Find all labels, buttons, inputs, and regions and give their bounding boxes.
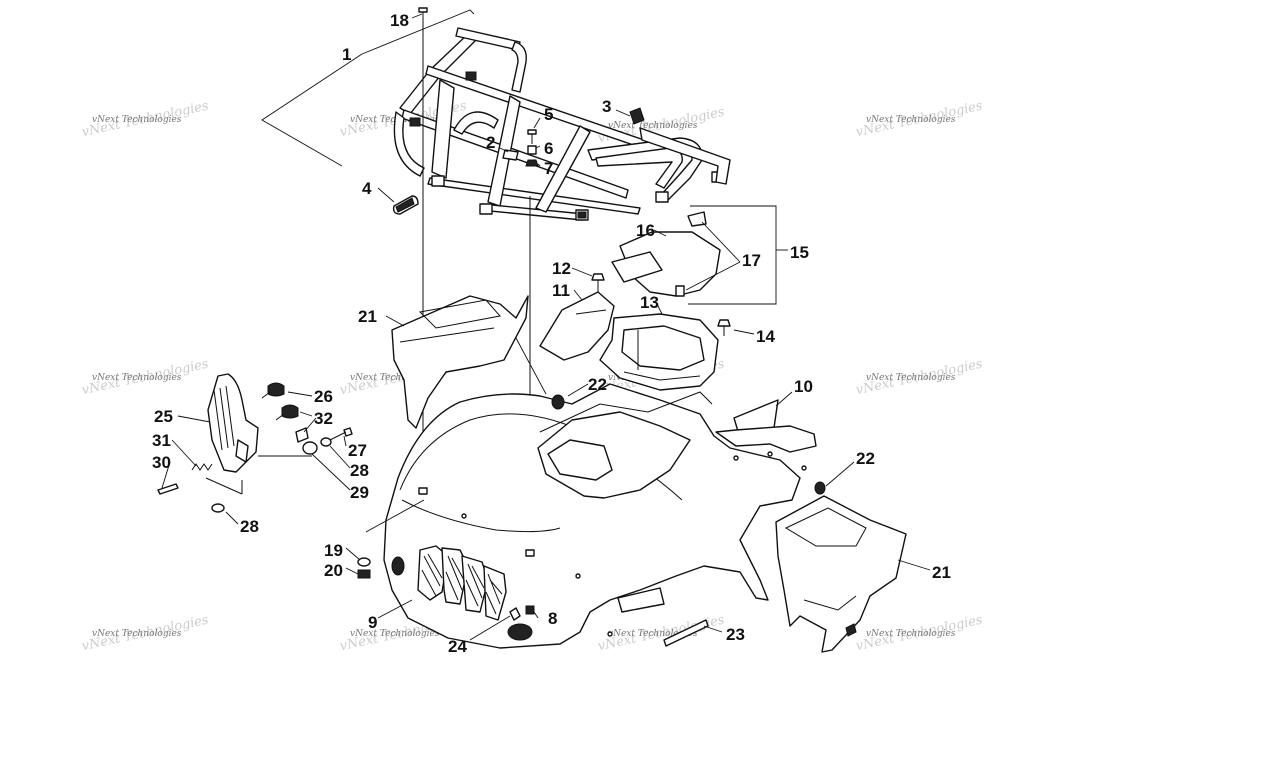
vent-panel-10 (715, 399, 817, 453)
callout-1: 1 (342, 45, 351, 64)
callout-7: 7 (544, 159, 553, 178)
callout-25: 25 (154, 407, 173, 426)
headlight-assembly (157, 373, 353, 513)
watermark-text: vNext Technologies (866, 629, 956, 639)
callout-30: 30 (152, 453, 171, 472)
front-fender-body (383, 383, 807, 649)
watermark: vNext Technologies vNext Technologies (80, 613, 210, 655)
callout-10: 10 (794, 377, 813, 396)
watermark-text: vNext Technologies (608, 121, 698, 131)
callout-18: 18 (390, 11, 409, 30)
callout-15: 15 (790, 243, 809, 262)
callout-28-bottom: 28 (240, 517, 259, 536)
watermark-text: vNext Technologies (92, 629, 182, 639)
callout-28-top: 28 (350, 461, 369, 480)
watermark: vNext Technologies vNext Technologies (854, 357, 984, 399)
callout-9: 9 (368, 613, 377, 632)
watermark: vNext Technologies vNext Technologies (80, 99, 210, 141)
watermark-text: vNext Technologies (866, 115, 956, 125)
callout-21-left: 21 (358, 307, 377, 326)
rack-hardware (392, 7, 539, 215)
callout-5: 5 (544, 105, 553, 124)
watermark-text: vNext Technologies (350, 629, 440, 639)
callout-31: 31 (152, 431, 171, 450)
watermark: vNext Technologies vNext Technologies (80, 357, 210, 399)
watermark: vNext Technologies vNext Technologies (596, 613, 726, 655)
callout-4: 4 (362, 179, 372, 198)
watermark-text: vNext Technologies (92, 115, 182, 125)
callout-8: 8 (548, 609, 557, 628)
callout-19: 19 (324, 541, 343, 560)
callout-21-right: 21 (932, 563, 951, 582)
callout-27: 27 (348, 441, 367, 460)
callout-14: 14 (756, 327, 775, 346)
callout-23: 23 (726, 625, 745, 644)
watermark: vNext Technologies vNext Technologies (854, 613, 984, 655)
callout-20: 20 (324, 561, 343, 580)
callout-26: 26 (314, 387, 333, 406)
watermark-text: vNext Technologies (866, 373, 956, 383)
grille-mesh (421, 553, 503, 615)
leader-lines (161, 9, 931, 641)
watermark-text: vNext Technologies (608, 629, 698, 639)
callout-29: 29 (350, 483, 369, 502)
console-parts (357, 211, 826, 621)
watermark-text: vNext Technologies (350, 373, 440, 383)
callout-6: 6 (544, 139, 553, 158)
callout-32: 32 (314, 409, 333, 428)
callout-24: 24 (448, 637, 467, 656)
callout-3: 3 (602, 97, 611, 116)
callout-17: 17 (742, 251, 761, 270)
callout-16: 16 (636, 221, 655, 240)
callout-labels: 1 2 3 4 5 6 7 8 9 10 11 12 13 14 15 16 1… (152, 11, 951, 656)
callout-11: 11 (552, 281, 570, 300)
callout-13: 13 (640, 293, 659, 312)
right-side-panel (775, 495, 907, 653)
callout-12: 12 (552, 259, 571, 278)
callout-2: 2 (486, 133, 495, 152)
callout-22-left: 22 (588, 375, 607, 394)
callout-22-right: 22 (856, 449, 875, 468)
watermark-text: vNext Technologies (92, 373, 182, 383)
watermark: vNext Technologies vNext Technologies (854, 99, 984, 141)
left-side-panel (391, 295, 529, 429)
